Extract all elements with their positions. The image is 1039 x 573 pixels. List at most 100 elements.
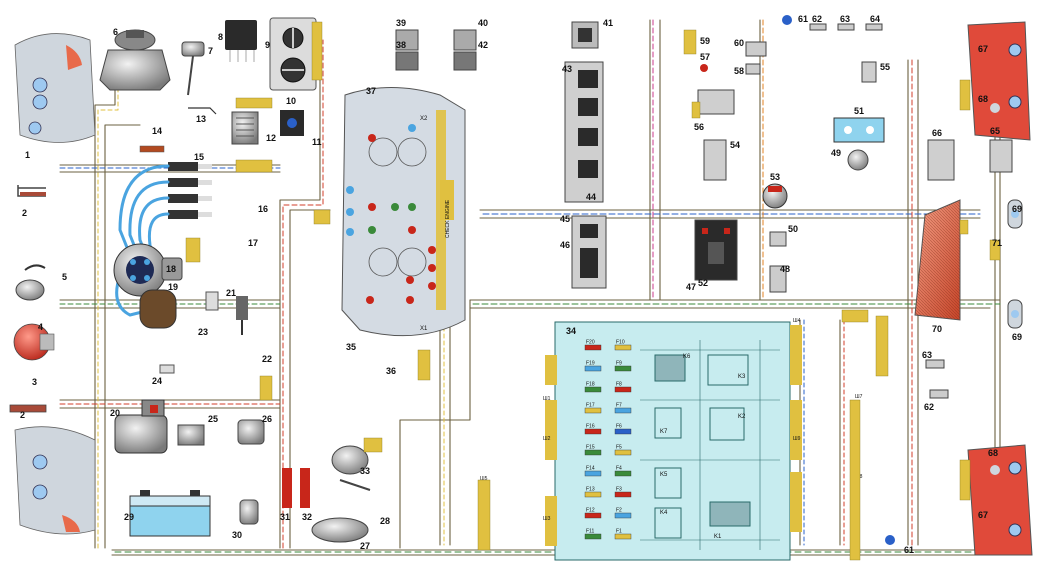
label-1: 1 bbox=[25, 150, 30, 160]
label-47: 47 bbox=[686, 282, 696, 292]
label-17: 17 bbox=[248, 238, 258, 248]
label-42: 42 bbox=[478, 40, 488, 50]
label-19: 19 bbox=[168, 282, 178, 292]
fuse-left-label: F11 bbox=[586, 529, 594, 535]
label-20: 20 bbox=[110, 408, 120, 418]
fuse-left-label: F16 bbox=[586, 424, 595, 430]
label-63-bottom: 63 bbox=[922, 350, 932, 360]
label-22: 22 bbox=[262, 354, 272, 364]
label-31: 31 bbox=[280, 512, 290, 522]
fuse-left-label: F20 bbox=[586, 340, 595, 346]
label-66: 66 bbox=[932, 128, 942, 138]
relay-8 bbox=[225, 20, 257, 62]
label-27: 27 bbox=[360, 541, 370, 551]
spark-plugs-15 bbox=[168, 162, 212, 219]
label-44: 44 bbox=[586, 192, 596, 202]
fuse-right-body bbox=[614, 533, 632, 540]
sensors-31-32 bbox=[282, 468, 310, 508]
label-37: 37 bbox=[366, 86, 376, 96]
label-48: 48 bbox=[780, 264, 790, 274]
relay-k1 bbox=[709, 501, 751, 527]
label-41: 41 bbox=[603, 18, 613, 28]
label-46: 46 bbox=[560, 240, 570, 250]
label-30: 30 bbox=[232, 530, 242, 540]
sensor-14 bbox=[139, 145, 165, 153]
lamp-50 bbox=[769, 231, 787, 247]
ignition-coil-7 bbox=[181, 41, 205, 96]
sensor-10 bbox=[280, 110, 304, 136]
connector-sh2: Ш2 bbox=[543, 436, 551, 442]
x1-label: Х1 bbox=[420, 326, 428, 332]
x2-label: Х2 bbox=[420, 116, 428, 122]
label-33: 33 bbox=[360, 466, 370, 476]
tail-lamp-upper-67 bbox=[967, 21, 1031, 141]
label-43: 43 bbox=[562, 64, 572, 74]
label-38: 38 bbox=[396, 40, 406, 50]
fuse-left-body bbox=[584, 491, 602, 498]
label-9: 9 bbox=[265, 40, 270, 50]
display-52 bbox=[694, 219, 738, 281]
label-35: 35 bbox=[346, 342, 356, 352]
label-65: 65 bbox=[990, 126, 1000, 136]
fuse-left-body bbox=[584, 533, 602, 540]
label-57: 57 bbox=[700, 52, 710, 62]
motor-25 bbox=[177, 424, 205, 446]
label-29: 29 bbox=[124, 512, 134, 522]
label-6: 6 bbox=[113, 27, 118, 37]
fuse-left-body bbox=[584, 449, 602, 456]
label-7: 7 bbox=[208, 46, 213, 56]
label-69: 69 bbox=[1012, 204, 1022, 214]
label-54: 54 bbox=[730, 140, 740, 150]
switches-38-42 bbox=[395, 29, 477, 71]
label-49: 49 bbox=[831, 148, 841, 158]
label-10: 10 bbox=[286, 96, 296, 106]
relay-k6-label: K6 bbox=[683, 354, 691, 360]
relay-k7-label: K7 bbox=[660, 429, 668, 435]
label-3: 3 bbox=[32, 377, 37, 387]
label-8: 8 bbox=[218, 32, 223, 42]
label-40: 40 bbox=[478, 18, 488, 28]
connector-sh9: Ш9 bbox=[793, 436, 801, 442]
label-60: 60 bbox=[734, 38, 744, 48]
fuse-right-label: F9 bbox=[616, 361, 622, 367]
fuse-right-body bbox=[614, 512, 632, 519]
label-68: 68 bbox=[978, 94, 988, 104]
label-70: 70 bbox=[932, 324, 942, 334]
label-69-bottom: 69 bbox=[1012, 332, 1022, 342]
component-labels: 1 2 3 4 5 6 7 8 9 10 11 12 13 14 15 16 1… bbox=[20, 14, 1022, 555]
label-67: 67 bbox=[978, 44, 988, 54]
fuse-right-body bbox=[614, 470, 632, 477]
distributor-18 bbox=[113, 243, 183, 297]
label-28: 28 bbox=[380, 516, 390, 526]
generator-6 bbox=[99, 29, 171, 91]
label-55: 55 bbox=[880, 62, 890, 72]
switches-62-63-lower bbox=[925, 359, 949, 399]
fuse-right-label: F10 bbox=[616, 340, 625, 346]
lamps-57-60 bbox=[700, 41, 767, 75]
connector-sh7: Ш7 bbox=[855, 394, 863, 400]
connector-sh3: Ш3 bbox=[543, 516, 551, 522]
relay-k5 bbox=[654, 467, 682, 499]
heater-fan-27 bbox=[311, 517, 369, 543]
fuse-right-label: F2 bbox=[616, 508, 622, 514]
check-engine-text: CHECK ENGINE bbox=[445, 199, 451, 238]
coil-19 bbox=[139, 289, 177, 329]
relay-66 bbox=[927, 139, 955, 181]
label-50: 50 bbox=[788, 224, 798, 234]
label-71: 71 bbox=[992, 238, 1002, 248]
label-4: 4 bbox=[38, 322, 43, 332]
door-switches-61-64 bbox=[782, 15, 895, 545]
label-25: 25 bbox=[208, 414, 218, 424]
sensor-48 bbox=[769, 265, 787, 293]
label-62: 62 bbox=[812, 14, 822, 24]
fuse-left-body bbox=[584, 428, 602, 435]
lamp-65 bbox=[989, 139, 1013, 173]
fuse-right-label: F3 bbox=[616, 487, 622, 493]
fuse-left-body bbox=[584, 470, 602, 477]
fuse-left-body bbox=[584, 512, 602, 519]
label-63: 63 bbox=[840, 14, 850, 24]
label-62-bottom: 62 bbox=[924, 402, 934, 412]
fuse-right-body bbox=[614, 407, 632, 414]
